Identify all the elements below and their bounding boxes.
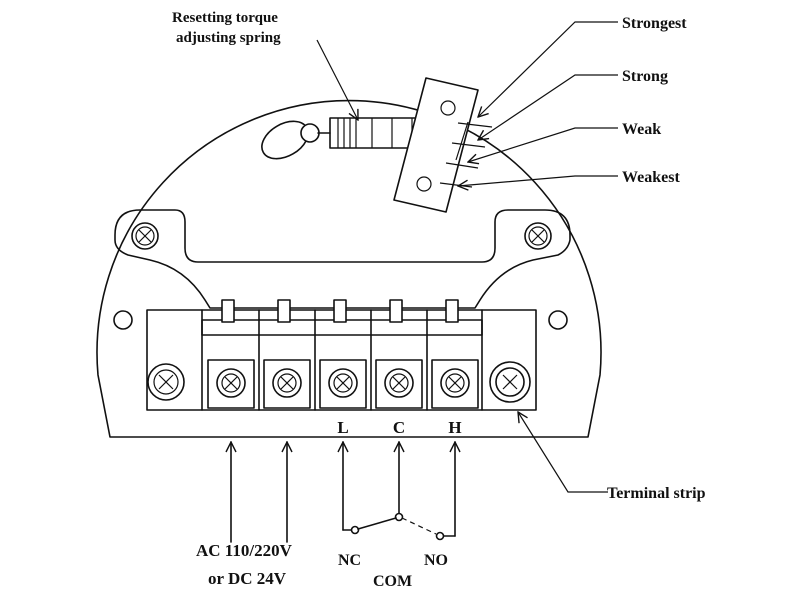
- adjustment-plate: [393, 77, 493, 213]
- mounting-hole-right: [548, 310, 568, 330]
- weak-leader: [468, 127, 618, 162]
- nc-label: NC: [338, 552, 361, 569]
- terminal-screw-c: [384, 368, 414, 398]
- terminal-label-c: C: [393, 418, 405, 437]
- supply-label-line1: AC 110/220V: [196, 541, 293, 560]
- terminal-label-l: L: [337, 418, 348, 437]
- weak-label: Weak: [622, 121, 661, 138]
- mounting-bracket: [114, 209, 571, 309]
- terminal-label-h: H: [448, 418, 461, 437]
- terminal-screw-ground-left: [147, 363, 185, 401]
- terminal-screw-l: [328, 368, 358, 398]
- no-label: NO: [424, 552, 448, 569]
- spring-leader: [316, 39, 358, 120]
- switch-wiring: [343, 442, 455, 541]
- terminal-screw-2: [272, 368, 302, 398]
- terminal-screw-1: [216, 368, 246, 398]
- housing-outline: [96, 99, 602, 438]
- supply-label-line2: or DC 24V: [208, 569, 287, 588]
- strong-label: Strong: [622, 68, 668, 85]
- strongest-label: Strongest: [622, 15, 687, 32]
- bracket-screw-right: [524, 222, 552, 250]
- terminal-strip-leader: [518, 412, 608, 493]
- terminal-screw-h: [440, 368, 470, 398]
- com-label: COM: [373, 573, 412, 590]
- mounting-hole-left: [113, 310, 133, 330]
- strong-leader: [478, 74, 618, 140]
- spring-label-line1: Resetting torque: [172, 10, 278, 26]
- weakest-label: Weakest: [622, 169, 680, 186]
- weakest-leader: [458, 175, 618, 186]
- terminal-strip-label: Terminal strip: [607, 485, 706, 502]
- bracket-screw-left: [131, 222, 159, 250]
- strongest-leader: [478, 21, 618, 117]
- terminal-screw-ground-right: [489, 361, 531, 403]
- spring-label-line2: adjusting spring: [176, 30, 281, 46]
- terminal-strip: [146, 299, 537, 411]
